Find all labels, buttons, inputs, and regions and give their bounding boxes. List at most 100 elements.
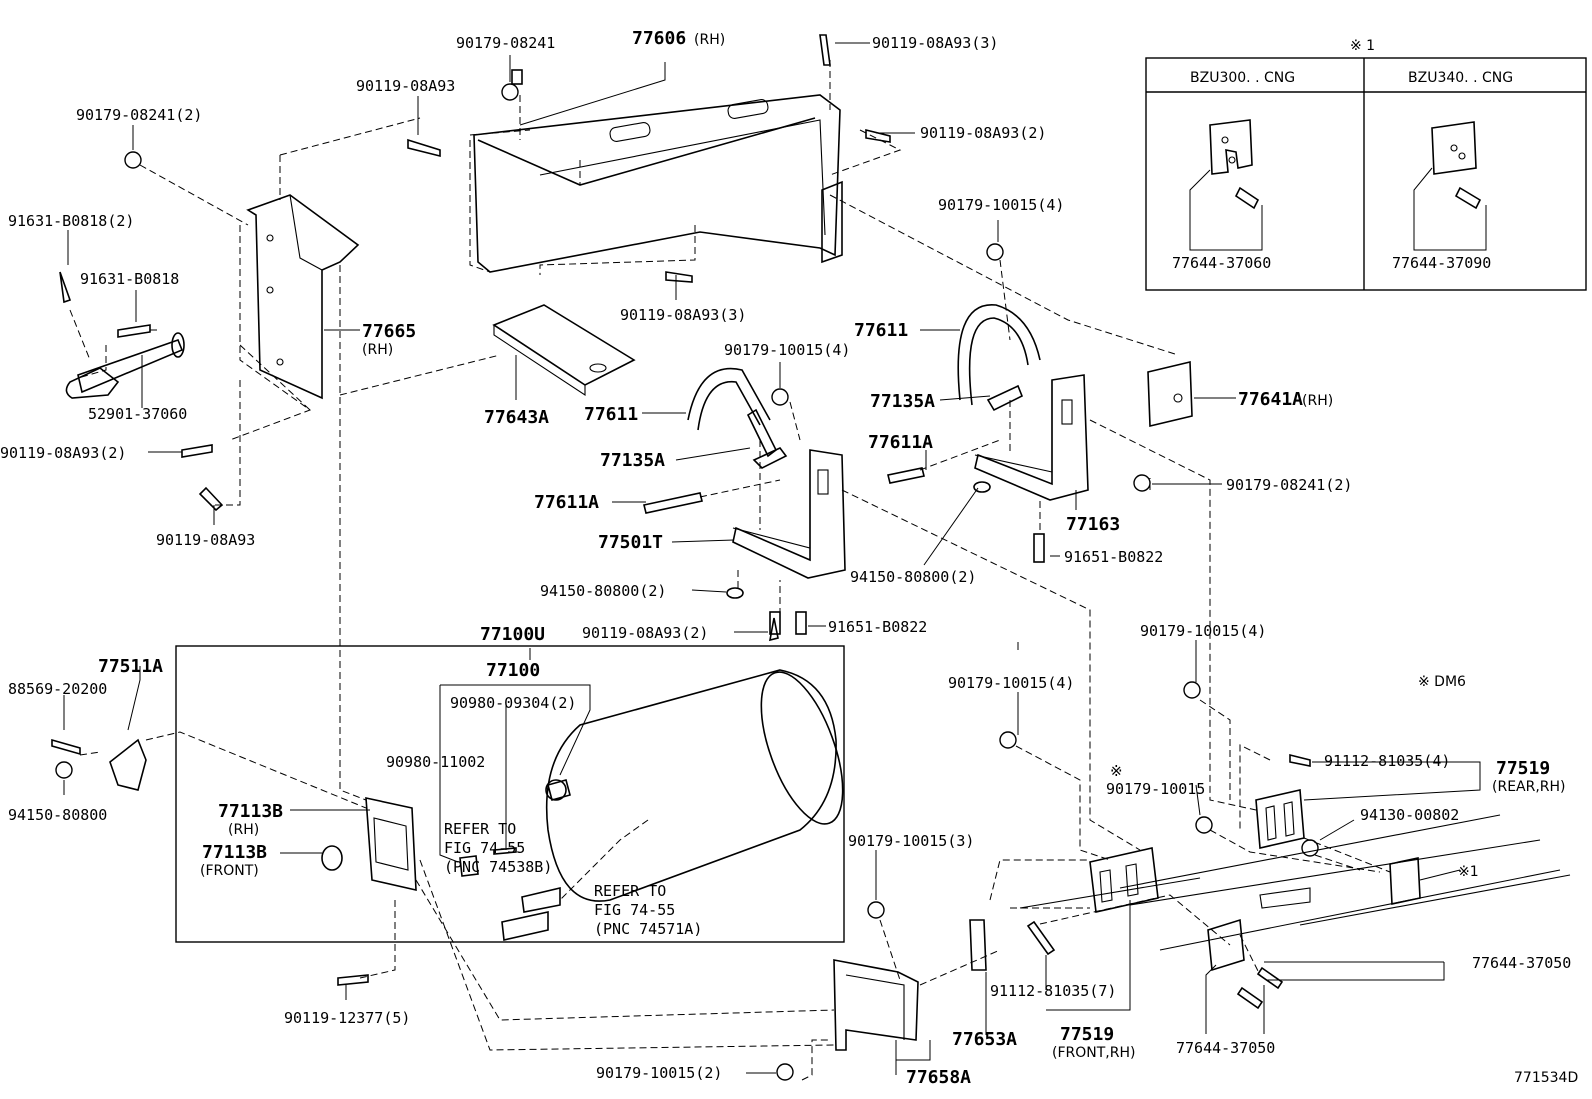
label-91651-B0822-b: 91651-B0822 — [1064, 548, 1163, 566]
label-91651-B0822-a: 91651-B0822 — [828, 618, 927, 636]
label-refer-1c: (PNC 74538B) — [444, 858, 552, 876]
label-77658A: 77658A — [906, 1067, 971, 1088]
label-77519-rear-sub: (REAR,RH) — [1492, 779, 1566, 795]
label-90980-11002: 90980-11002 — [386, 753, 485, 771]
label-77501T: 77501T — [598, 532, 663, 553]
label-77606-sub: (RH) — [694, 32, 725, 48]
label-77611-b: 77611 — [854, 320, 908, 341]
label-52901-37060: 52901-37060 — [88, 405, 187, 423]
tank-assembly-box — [175, 645, 845, 943]
tank-77100 — [459, 669, 844, 941]
label-77100U: 77100U — [480, 624, 545, 645]
label-77641A-sub: (RH) — [1302, 393, 1333, 409]
bracket-77163 — [957, 304, 1089, 501]
bracket-77658A — [833, 919, 987, 1051]
label-dm6-note: ※ DM6 — [1418, 674, 1466, 690]
label-77641A: 77641A — [1238, 389, 1303, 410]
inset-part1: 77644-37060 — [1172, 254, 1271, 272]
label-77135A-b: 77135A — [870, 391, 935, 412]
label-77611A-b: 77611A — [868, 432, 933, 453]
label-90119-12377-5: 90119-12377(5) — [284, 1009, 410, 1027]
label-77511A: 77511A — [98, 656, 163, 677]
label-77519-rear: 77519 — [1496, 758, 1550, 779]
label-90119-08A93-a: 90119-08A93 — [356, 77, 455, 95]
bolt-right — [1033, 533, 1045, 563]
label-refer-2b: FIG 74-55 — [594, 901, 675, 919]
bracket-77644 — [1207, 857, 1421, 972]
label-77644-37050-a: 77644-37050 — [1472, 954, 1571, 972]
inset-col2-header: BZU340. . CNG — [1408, 70, 1513, 86]
bracket-77501T — [687, 367, 846, 579]
label-94130-00802: 94130-00802 — [1360, 806, 1459, 824]
label-90179-10015-4b: 90179-10015(4) — [938, 196, 1064, 214]
label-90179-08241-2b: 90179-08241(2) — [1226, 476, 1352, 494]
bolt-left-b — [795, 611, 807, 635]
bracket-77519-rear — [1255, 789, 1305, 849]
variant-inset: ※ 1 BZU300. . CNG BZU340. . CNG 77644-37… — [1145, 38, 1587, 291]
label-77653A: 77653A — [952, 1029, 1017, 1050]
label-refer-1b: FIG 74-55 — [444, 839, 525, 857]
label-90179-10015: 90179-10015 — [1106, 780, 1205, 798]
label-90179-08241-2a: 90179-08241(2) — [76, 106, 202, 124]
inset-col1-header: BZU300. . CNG — [1190, 70, 1295, 86]
label-90119-08A93-b: 90119-08A93 — [156, 531, 255, 549]
label-91112-81035-4: 91112-81035(4) — [1324, 752, 1450, 770]
label-90119-08A93-2a: 90119-08A93(2) — [920, 124, 1046, 142]
label-90119-08A93-3b: 90119-08A93(3) — [620, 306, 746, 324]
label-90179-08241: 90179-08241 — [456, 34, 555, 52]
label-77519-front-sub: (FRONT,RH) — [1052, 1045, 1135, 1061]
label-94150-80800-2a: 94150-80800(2) — [540, 582, 666, 600]
washer-right — [973, 481, 991, 493]
bolt-left-c — [769, 611, 781, 635]
inset-part2: 77644-37090 — [1392, 254, 1491, 272]
bracket-77511A — [109, 738, 147, 791]
part-labels: 90179-08241 77606 (RH) 90119-08A93(3) 90… — [0, 28, 1578, 1088]
label-90179-10015-4a: 90179-10015(4) — [724, 341, 850, 359]
label-77611A-a: 77611A — [534, 492, 599, 513]
label-90119-08A93-2c: 90119-08A93(2) — [582, 624, 708, 642]
bracket-77113B — [321, 796, 417, 892]
label-refer-2a: REFER TO — [594, 882, 666, 900]
label-note-1: ※1 — [1458, 864, 1479, 880]
label-77665: 77665 — [362, 321, 416, 342]
pin-77611A-left — [643, 492, 703, 514]
label-90179-10015-2: 90179-10015(2) — [596, 1064, 722, 1082]
inset-note: ※ 1 — [1350, 38, 1375, 54]
bracket-77641A — [1147, 360, 1193, 428]
label-77113B-rh: 77113B — [218, 801, 283, 822]
bolt-52901 — [65, 332, 185, 399]
label-94150-80800-2b: 94150-80800(2) — [850, 568, 976, 586]
frame-rails — [1019, 814, 1571, 951]
label-77643A: 77643A — [484, 407, 549, 428]
fasteners — [51, 34, 1319, 1081]
washer-left — [726, 587, 744, 599]
label-77611-a: 77611 — [584, 404, 638, 425]
label-91631-B0818: 91631-B0818 — [80, 270, 179, 288]
label-77519-front: 77519 — [1060, 1024, 1114, 1045]
label-90179-10015-4d: 90179-10015(4) — [1140, 622, 1266, 640]
cover-77606 — [473, 94, 843, 273]
label-77665-sub: (RH) — [362, 342, 393, 358]
label-90179-10015-4c: 90179-10015(4) — [948, 674, 1074, 692]
label-refer-2c: (PNC 74571A) — [594, 920, 702, 938]
panel-77665 — [246, 194, 360, 400]
label-88569-20200: 88569-20200 — [8, 680, 107, 698]
label-refer-1a: REFER TO — [444, 820, 516, 838]
label-90119-08A93-3a: 90119-08A93(3) — [872, 34, 998, 52]
label-90119-08A93-2b: 90119-08A93(2) — [0, 444, 126, 462]
leader-lines — [63, 42, 1481, 1075]
assembly-lines — [69, 60, 1391, 1081]
diagram-code: 771534D — [1514, 1070, 1578, 1086]
label-91112-81035-7: 91112-81035(7) — [990, 982, 1116, 1000]
label-94150-80800: 94150-80800 — [8, 806, 107, 824]
pin-77611A-right — [887, 467, 925, 484]
label-77113B-rh-sub: (RH) — [228, 822, 259, 838]
label-77113B-front-sub: (FRONT) — [200, 863, 259, 879]
label-77163: 77163 — [1066, 514, 1120, 535]
label-77135A-a: 77135A — [600, 450, 665, 471]
label-91631-B0818-2: 91631-B0818(2) — [8, 212, 134, 230]
label-77606: 77606 — [632, 28, 686, 49]
bolt-left-a — [768, 617, 779, 642]
label-90179-10015-mark: ※ — [1110, 762, 1123, 780]
